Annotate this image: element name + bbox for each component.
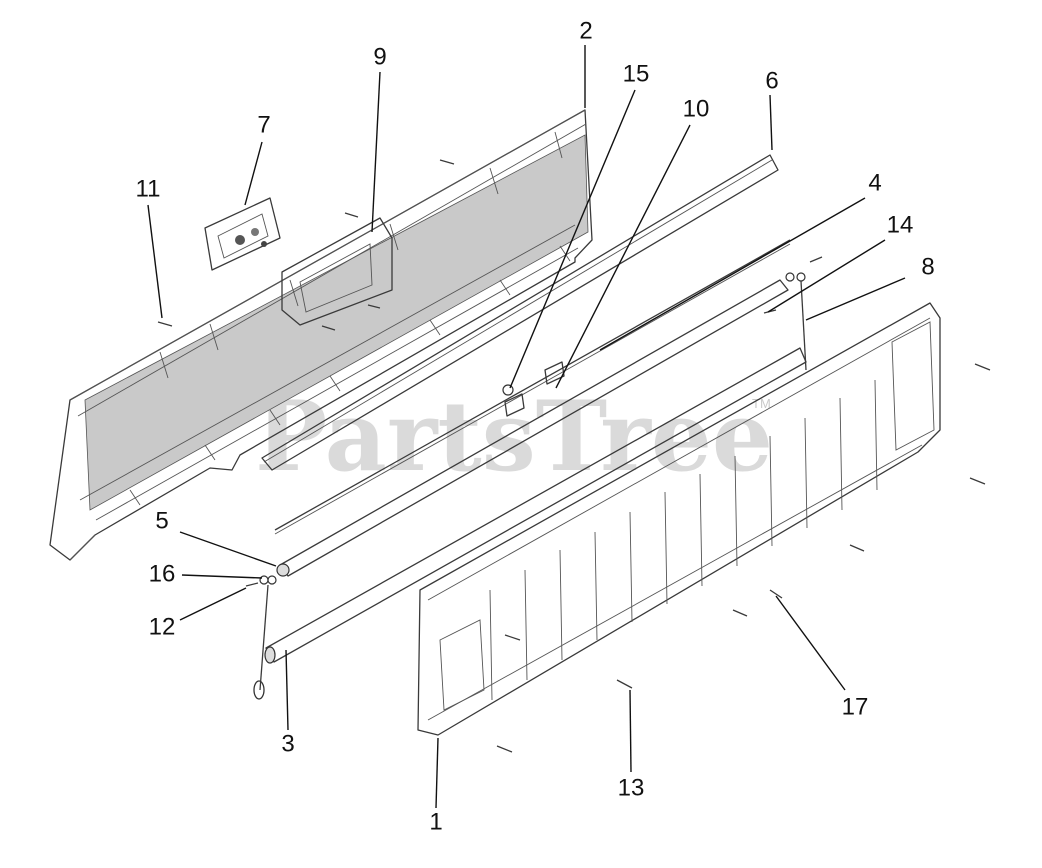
watermark-trademark: TM — [752, 396, 771, 411]
callout-3: 3 — [281, 730, 294, 757]
callout-5: 5 — [155, 507, 168, 534]
callout-9: 9 — [373, 43, 386, 70]
leader-15 — [509, 89, 636, 389]
callout-labels: 1 2 3 4 5 6 7 8 9 10 11 12 13 14 15 16 1… — [136, 17, 935, 835]
callout-7: 7 — [257, 111, 270, 138]
callout-12: 12 — [149, 613, 176, 640]
leader-8 — [805, 277, 906, 321]
callout-4: 4 — [868, 169, 881, 196]
leader-10 — [555, 124, 691, 389]
part-rod — [274, 239, 791, 535]
callout-16: 16 — [149, 560, 176, 587]
part-inner-frame — [49, 109, 593, 561]
leader-7 — [244, 141, 263, 206]
part-hinge-rail — [276, 279, 789, 577]
leader-14 — [767, 239, 886, 313]
leader-12 — [179, 587, 247, 621]
leader-6 — [769, 94, 773, 151]
part-top-seal — [261, 154, 779, 471]
callout-11: 11 — [136, 175, 161, 202]
callout-8: 8 — [921, 253, 934, 280]
leader-1 — [435, 737, 439, 809]
leader-5 — [179, 531, 277, 567]
callout-10: 10 — [683, 95, 710, 122]
leader-17 — [775, 595, 846, 691]
part-cable-left — [253, 575, 277, 700]
callout-6: 6 — [765, 67, 778, 94]
watermark: PartsTree — [255, 380, 773, 493]
part-outer-panel — [417, 302, 941, 736]
leader-4 — [599, 197, 866, 351]
callout-15: 15 — [623, 60, 650, 87]
leader-lines — [147, 45, 906, 809]
callout-14: 14 — [887, 211, 914, 238]
leader-3 — [285, 649, 289, 731]
callout-13: 13 — [618, 774, 645, 801]
callout-1: 1 — [429, 808, 442, 835]
part-latch-mechanism — [204, 197, 281, 271]
leader-13 — [629, 689, 632, 773]
leader-16 — [181, 574, 263, 579]
leader-11 — [147, 204, 163, 319]
leader-9 — [371, 71, 381, 233]
fasteners — [157, 159, 991, 753]
callout-2: 2 — [579, 17, 592, 44]
callout-17: 17 — [842, 693, 869, 720]
part-bracket-10 — [544, 361, 565, 385]
part-cable-right — [785, 272, 807, 371]
